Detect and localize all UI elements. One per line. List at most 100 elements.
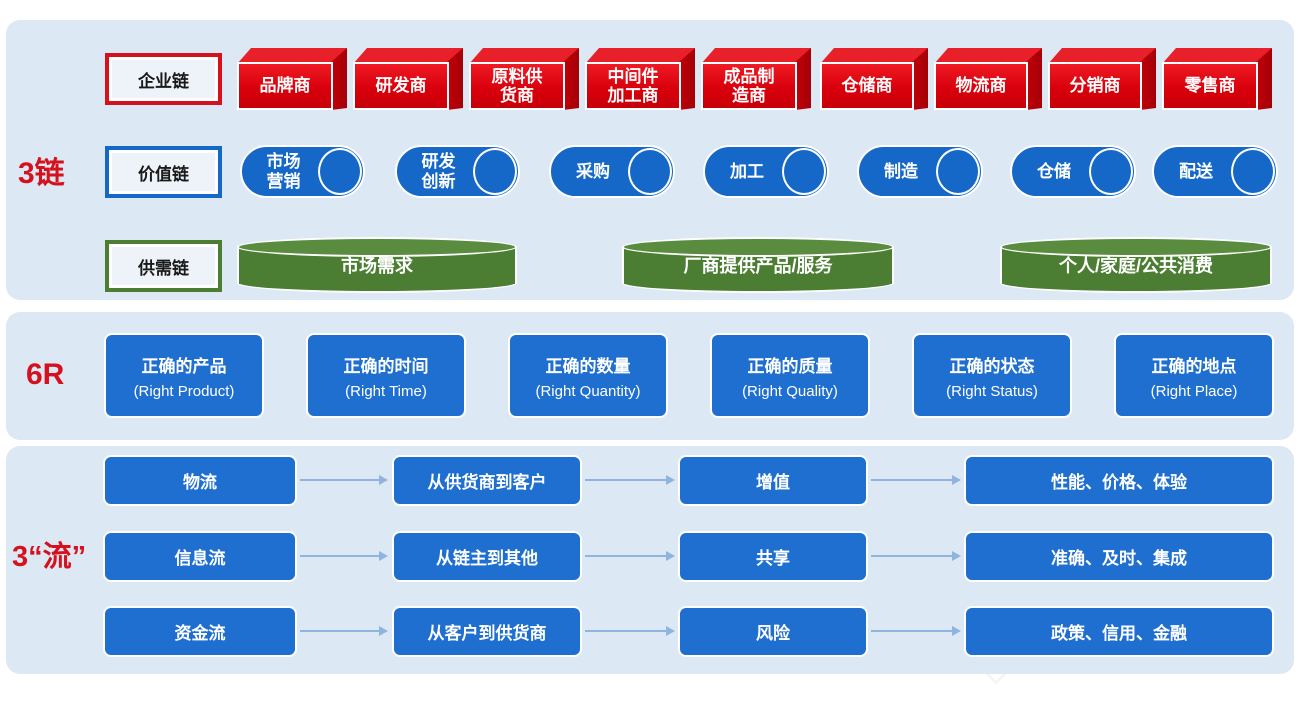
flow-cell[interactable]: 从链主到其他: [392, 531, 582, 582]
enterprise-node-label: 分销商: [1048, 62, 1142, 110]
arrow-head-icon: [379, 626, 388, 636]
box-top-face: [469, 48, 579, 64]
value-chain-node[interactable]: 仓储: [1010, 145, 1136, 198]
box-top-face: [353, 48, 463, 64]
flow-arrow: [871, 474, 961, 486]
enterprise-node-label: 成品制造商: [701, 62, 797, 110]
value-chain-node-label: 采购: [576, 161, 610, 181]
arrow-line: [585, 479, 666, 481]
six-r-card[interactable]: 正确的地点 (Right Place): [1114, 333, 1274, 418]
enterprise-node[interactable]: 成品制造商: [701, 48, 811, 110]
enterprise-node[interactable]: 品牌商: [237, 48, 347, 110]
arrow-head-icon: [666, 626, 675, 636]
box-side-face: [1140, 48, 1156, 110]
box-top-face: [1162, 48, 1272, 64]
arrow-head-icon: [666, 551, 675, 561]
arrow-line: [300, 479, 379, 481]
enterprise-node[interactable]: 物流商: [934, 48, 1042, 110]
cylinder-cap: [1231, 148, 1275, 195]
arrow-head-icon: [952, 626, 961, 636]
box-top-face: [1048, 48, 1156, 64]
enterprise-node-label: 原料供货商: [469, 62, 565, 110]
value-chain-node-label: 市场营销: [266, 152, 301, 191]
box-side-face: [795, 48, 811, 110]
flow-cell[interactable]: 准确、及时、集成: [964, 531, 1274, 582]
flow-cell[interactable]: 性能、价格、体验: [964, 455, 1274, 506]
value-chain-node[interactable]: 配送: [1152, 145, 1278, 198]
six-r-card[interactable]: 正确的数量 (Right Quantity): [508, 333, 668, 418]
flow-cell[interactable]: 共享: [678, 531, 868, 582]
cylinder-cap: [1089, 148, 1133, 195]
box-side-face: [331, 48, 347, 110]
cylinder-top: [622, 237, 894, 257]
six-r-card-en: (Right Time): [345, 382, 427, 400]
flow-cell[interactable]: 资金流: [103, 606, 297, 657]
six-r-card[interactable]: 正确的时间 (Right Time): [306, 333, 466, 418]
arrow-line: [585, 630, 666, 632]
cylinder-cap: [473, 148, 517, 195]
supply-demand-node[interactable]: 厂商提供产品/服务: [622, 237, 894, 293]
flow-arrow: [300, 550, 388, 562]
six-r-card[interactable]: 正确的质量 (Right Quality): [710, 333, 870, 418]
flow-arrow: [585, 474, 675, 486]
six-r-card-cn: 正确的状态: [949, 356, 1035, 376]
value-chain-node[interactable]: 市场营销: [240, 145, 365, 198]
arrow-line: [871, 630, 952, 632]
box-side-face: [447, 48, 463, 110]
enterprise-node[interactable]: 原料供货商: [469, 48, 579, 110]
box-side-face: [1256, 48, 1272, 110]
enterprise-node-label: 零售商: [1162, 62, 1258, 110]
six-r-card-en: (Right Product): [133, 382, 235, 400]
flow-cell[interactable]: 从供货商到客户: [392, 455, 582, 506]
cylinder-cap: [628, 148, 672, 195]
box-side-face: [1026, 48, 1042, 110]
value-chain-node-label: 配送: [1179, 161, 1213, 181]
enterprise-node-label: 品牌商: [237, 62, 333, 110]
flow-cell[interactable]: 增值: [678, 455, 868, 506]
six-r-card-cn: 正确的数量: [545, 356, 631, 376]
arrow-line: [585, 555, 666, 557]
value-chain-node[interactable]: 加工: [703, 145, 829, 198]
arrow-head-icon: [952, 551, 961, 561]
supply-demand-node[interactable]: 个人/家庭/公共消费: [1000, 237, 1272, 293]
six-r-card[interactable]: 正确的状态 (Right Status): [912, 333, 1072, 418]
value-chain-node[interactable]: 采购: [549, 145, 675, 198]
group-label-six-r: 6R: [26, 358, 65, 391]
enterprise-node[interactable]: 仓储商: [820, 48, 928, 110]
enterprise-node[interactable]: 研发商: [353, 48, 463, 110]
arrow-head-icon: [666, 475, 675, 485]
flow-cell[interactable]: 风险: [678, 606, 868, 657]
enterprise-node[interactable]: 中间件加工商: [585, 48, 695, 110]
cylinder-top: [1000, 237, 1272, 257]
value-chain-node[interactable]: 研发创新: [395, 145, 520, 198]
flow-cell[interactable]: 物流: [103, 455, 297, 506]
flow-cell[interactable]: 信息流: [103, 531, 297, 582]
value-chain-node-label: 制造: [884, 161, 918, 181]
supply-demand-node-label: 个人/家庭/公共消费: [1058, 256, 1213, 276]
enterprise-node[interactable]: 分销商: [1048, 48, 1156, 110]
flow-arrow: [300, 474, 388, 486]
value-chain-node-label: 仓储: [1037, 161, 1071, 181]
supply-demand-node-label: 厂商提供产品/服务: [683, 256, 833, 276]
enterprise-node[interactable]: 零售商: [1162, 48, 1272, 110]
supply-demand-node[interactable]: 市场需求: [237, 237, 517, 293]
flow-cell[interactable]: 政策、信用、金融: [964, 606, 1274, 657]
enterprise-node-label: 仓储商: [820, 62, 914, 110]
value-chain-node[interactable]: 制造: [857, 145, 983, 198]
cylinder-top: [237, 237, 517, 257]
box-top-face: [701, 48, 811, 64]
arrow-line: [871, 555, 952, 557]
six-r-card[interactable]: 正确的产品 (Right Product): [104, 333, 264, 418]
flow-arrow: [585, 625, 675, 637]
value-chain-node-label: 研发创新: [421, 152, 456, 191]
flow-cell[interactable]: 从客户到供货商: [392, 606, 582, 657]
six-r-card-cn: 正确的产品: [141, 356, 227, 376]
six-r-card-en: (Right Place): [1150, 382, 1238, 400]
box-top-face: [585, 48, 695, 64]
box-side-face: [679, 48, 695, 110]
six-r-card-cn: 正确的质量: [747, 356, 833, 376]
enterprise-node-label: 中间件加工商: [585, 62, 681, 110]
cylinder-cap: [782, 148, 826, 195]
box-side-face: [563, 48, 579, 110]
